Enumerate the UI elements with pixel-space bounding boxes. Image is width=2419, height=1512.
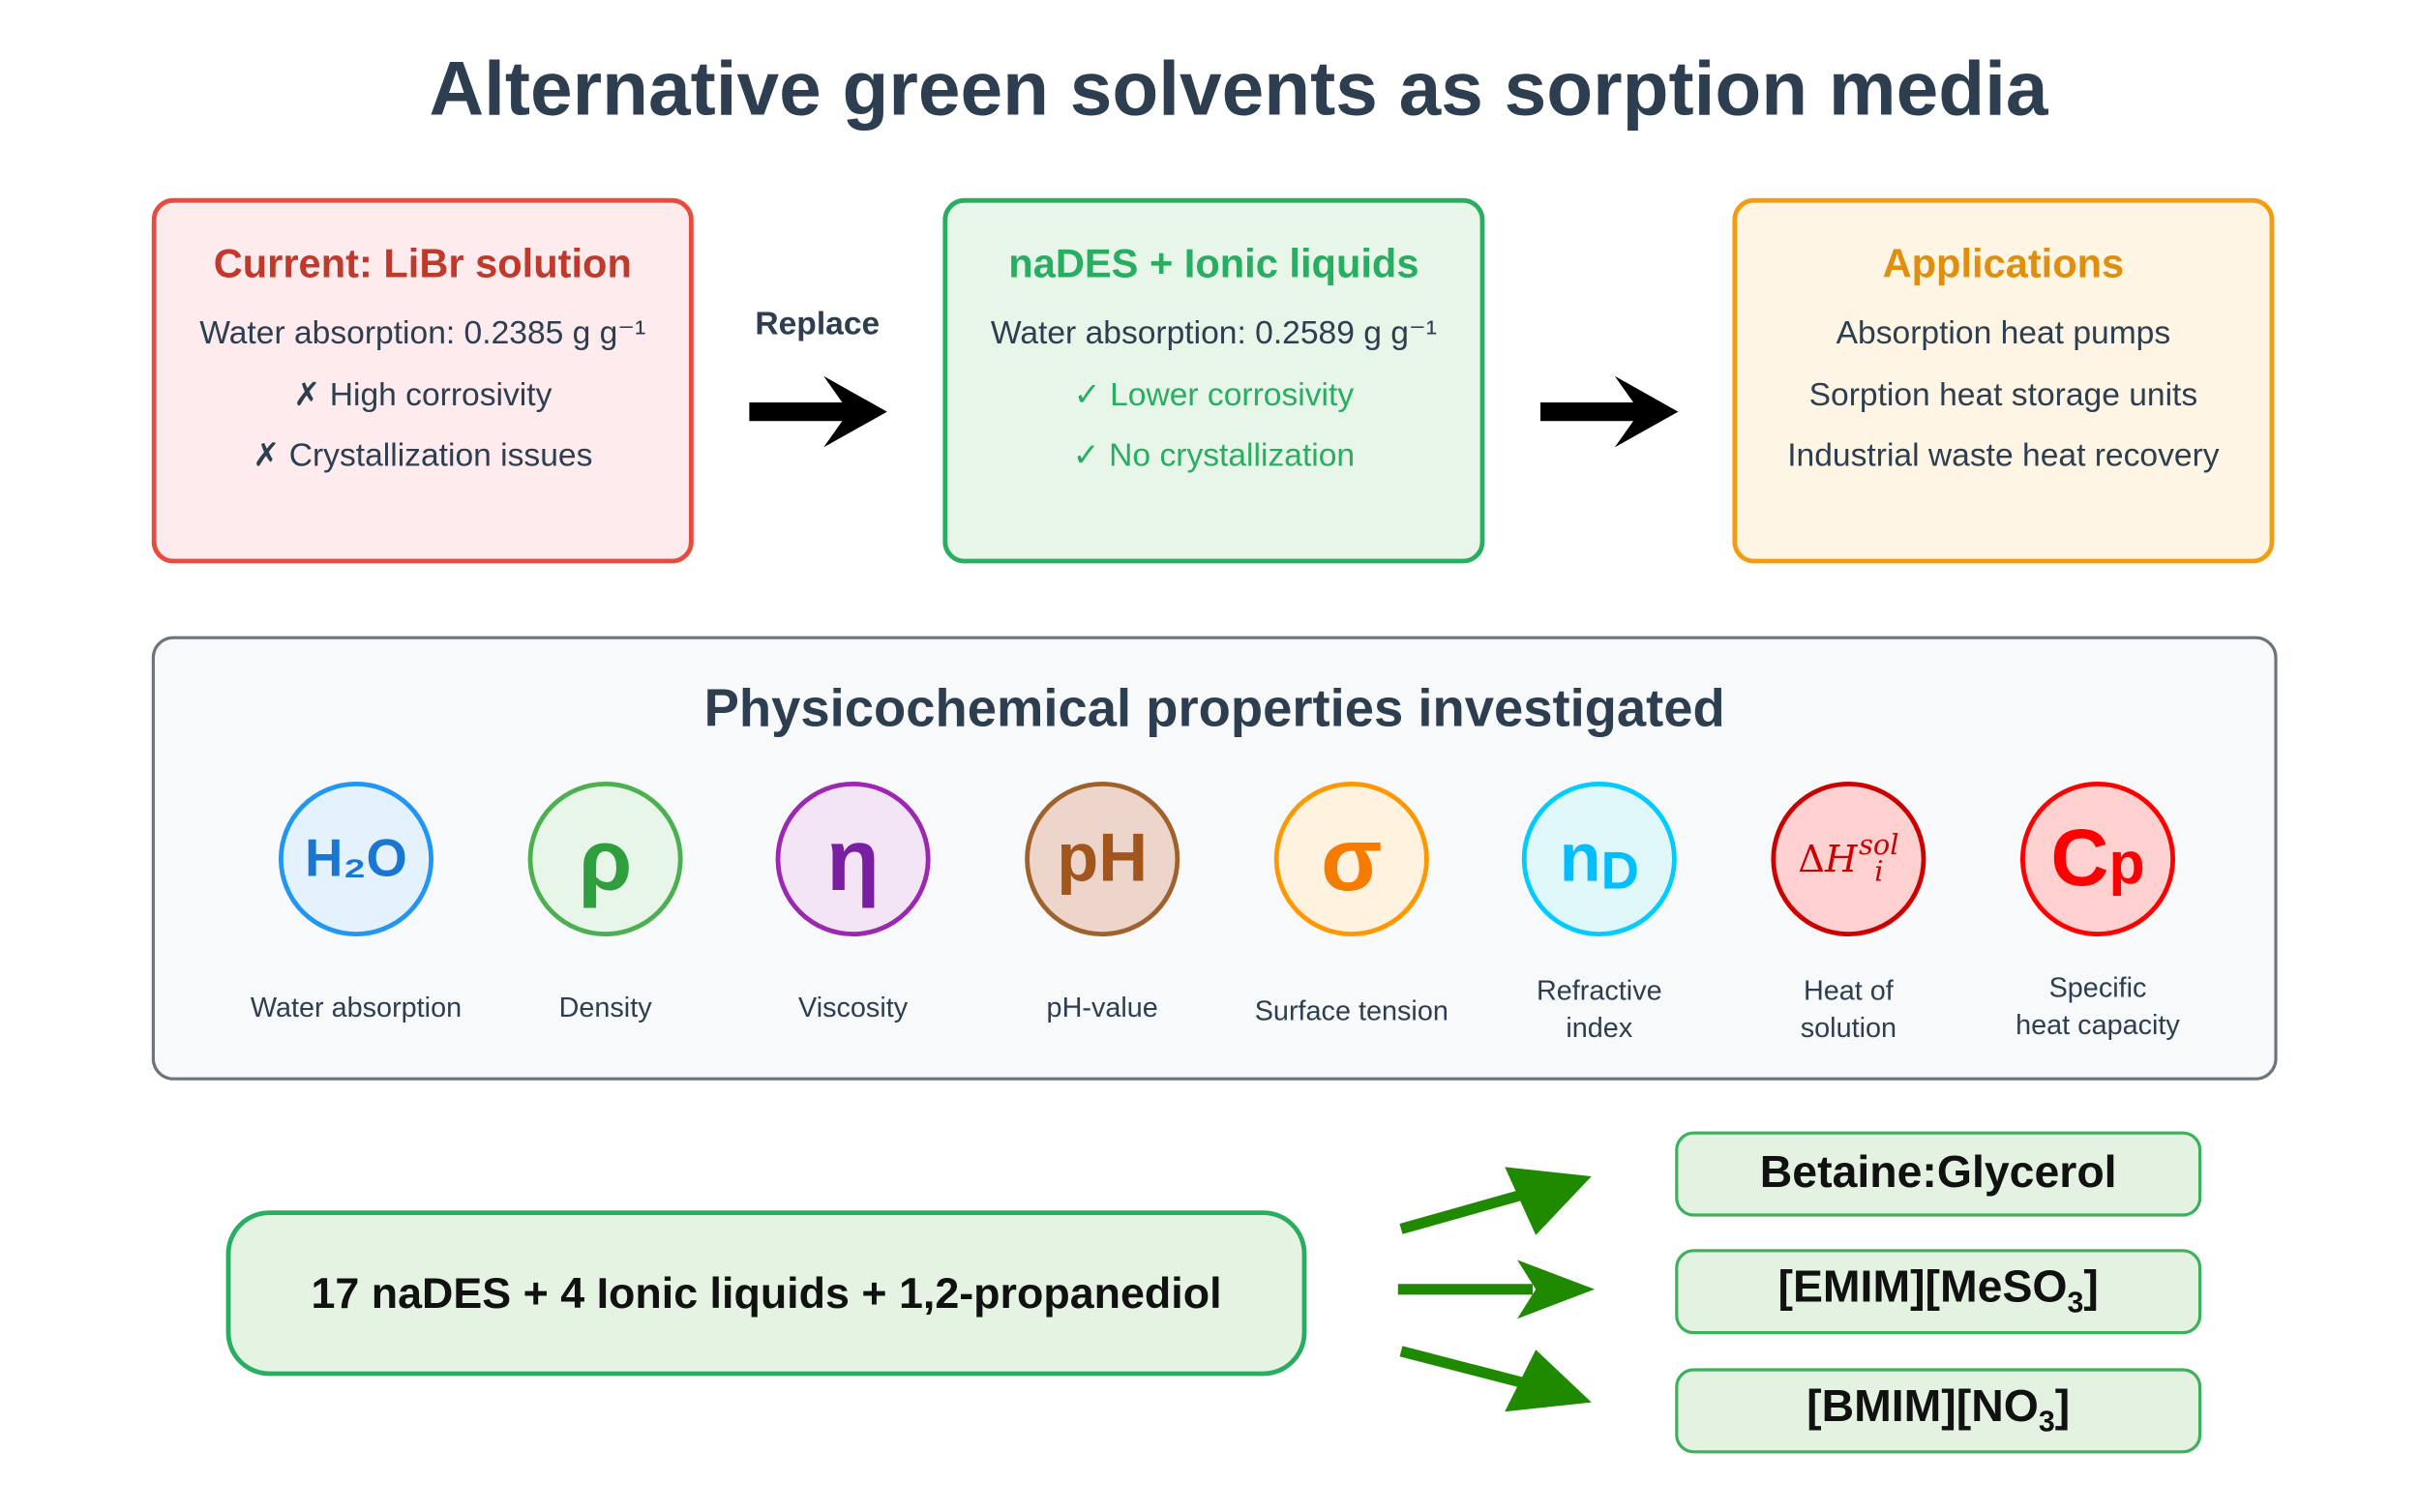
ph-icon: pH xyxy=(1025,782,1180,936)
alternative-absorption: Water absorption: 0.2589 g g⁻¹ xyxy=(990,315,1437,352)
property-label: Viscosity xyxy=(798,992,909,1023)
properties-panel: Physicochemical properties investigated … xyxy=(151,636,2278,1081)
water-icon: H₂O xyxy=(279,782,433,936)
property-label: pH-value xyxy=(1046,992,1158,1023)
applications-title: Applications xyxy=(1882,240,2125,286)
rho-icon: ρ xyxy=(527,782,683,936)
alternative-pro: ✓ No crystallization xyxy=(1072,437,1356,474)
arrow-right-icon xyxy=(1540,375,1679,448)
samples-box: 17 naDES + 4 Ionic liquids + 1,2-propane… xyxy=(225,1210,1307,1377)
property-label: Surface tension xyxy=(1254,994,1448,1026)
selected-solvent: Betaine:Glycerol xyxy=(1675,1131,2202,1217)
arrow-head xyxy=(1505,1167,1592,1235)
alternative-title: naDES + Ionic liquids xyxy=(1008,240,1419,286)
selected-solvent: [BMIM][NO3] xyxy=(1675,1368,2202,1454)
solvent-label: [BMIM][NO3] xyxy=(1807,1381,2071,1439)
arrow-head xyxy=(1505,1349,1592,1412)
selection-arrows xyxy=(1397,1167,1595,1412)
solvent-label: [EMIM][MeSO3] xyxy=(1777,1261,2099,1319)
applications-box: Applications Absorption heat pumps Sorpt… xyxy=(1732,197,2275,564)
property-label: Density xyxy=(558,992,652,1023)
application-item: Sorption heat storage units xyxy=(1808,377,2198,414)
current-title: Current: LiBr solution xyxy=(213,240,632,286)
arrow-right-icon xyxy=(749,375,887,448)
page-title: Alternative green solvents as sorption m… xyxy=(429,47,2048,132)
arrow-icon xyxy=(1399,1186,1535,1234)
eta-icon: η xyxy=(775,782,931,936)
alternative-box: naDES + Ionic liquids Water absorption: … xyxy=(942,197,1485,564)
current-con: ✗ Crystallization issues xyxy=(253,437,593,474)
current-con: ✗ High corrosivity xyxy=(293,377,552,414)
selected-solvent: [EMIM][MeSO3] xyxy=(1675,1249,2202,1335)
arrow-icon xyxy=(1399,1346,1535,1391)
current-solution-box: Current: LiBr solution Water absorption:… xyxy=(151,197,694,564)
application-item: Industrial waste heat recovery xyxy=(1787,437,2220,474)
alternative-pro: ✓ Lower corrosivity xyxy=(1073,377,1355,414)
properties-title: Physicochemical properties investigated xyxy=(703,679,1725,739)
replace-label: Replace xyxy=(755,306,881,342)
current-absorption: Water absorption: 0.2385 g g⁻¹ xyxy=(199,315,646,352)
arrow-head xyxy=(1517,1260,1595,1319)
application-item: Absorption heat pumps xyxy=(1836,315,2171,352)
property-label: Water absorption xyxy=(250,992,463,1023)
sigma-icon: σ xyxy=(1273,782,1429,936)
